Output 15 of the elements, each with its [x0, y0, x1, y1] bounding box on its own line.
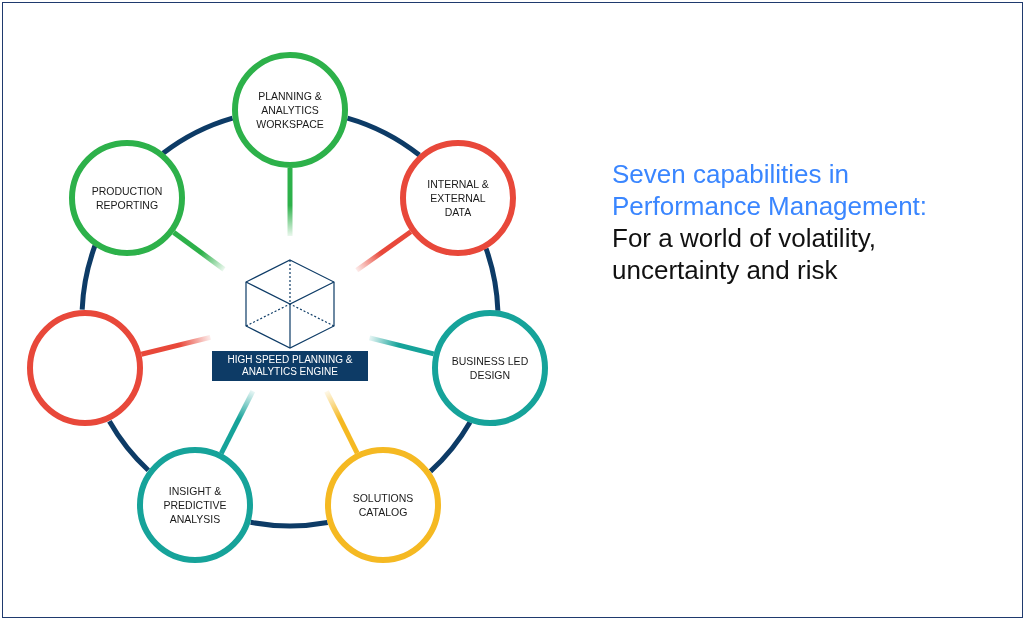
engine-label: HIGH SPEED PLANNING & ANALYTICS ENGINE: [212, 351, 368, 381]
ring-connector: [483, 247, 501, 311]
capability-label: BUSINESS LED DESIGN: [450, 354, 530, 382]
capability-label: INTERNAL & EXTERNAL DATA: [426, 177, 490, 219]
spoke-line: [355, 229, 413, 273]
ring-connector: [161, 115, 234, 156]
capability-label: PRODUCTION REPORTING: [90, 184, 164, 212]
ring-connector: [79, 244, 98, 310]
title: Seven capabilities in Performance Management:: [612, 158, 929, 222]
capability-label: SOLUTIONS CATALOG: [351, 491, 415, 519]
spoke-line: [172, 230, 226, 272]
capability-label: INSIGHT & PREDICTIVE ANALYSIS: [162, 484, 228, 526]
subtitle: For a world of volatility, uncertainty and risk: [612, 222, 877, 286]
spoke-line: [287, 168, 293, 236]
capability-label: PLANNING & ANALYTICS WORKSPACE: [255, 89, 325, 131]
